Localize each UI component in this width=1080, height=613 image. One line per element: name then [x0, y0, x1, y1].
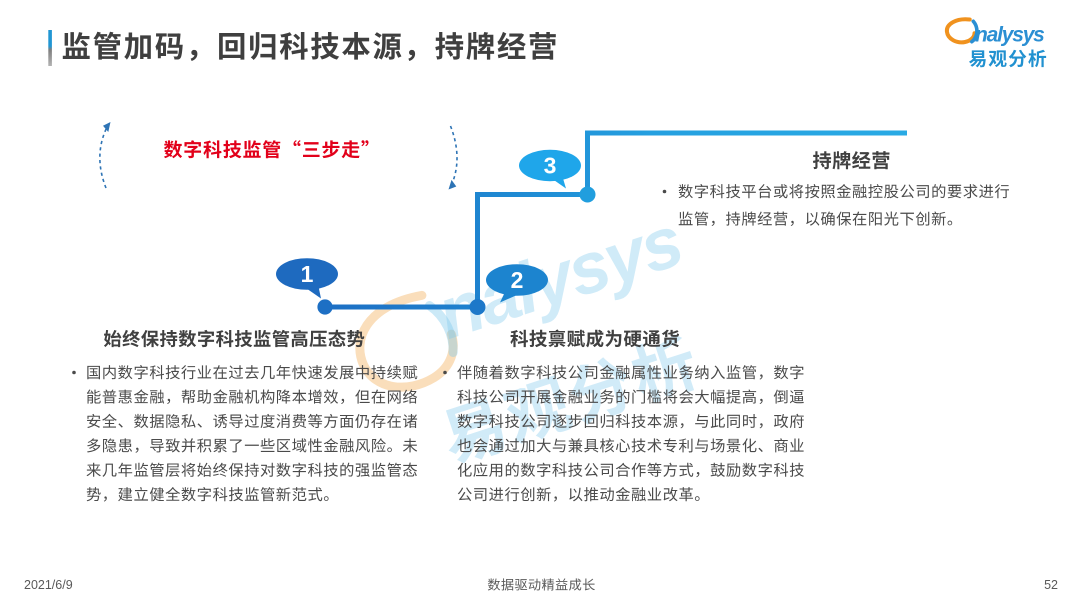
- svg-text:nalysys: nalysys: [975, 24, 1044, 47]
- svg-text:1: 1: [301, 261, 314, 287]
- svg-text:2021/6/9: 2021/6/9: [24, 578, 73, 592]
- svg-text:52: 52: [1044, 578, 1058, 592]
- svg-text:3: 3: [544, 153, 557, 179]
- svg-text:2: 2: [511, 267, 524, 293]
